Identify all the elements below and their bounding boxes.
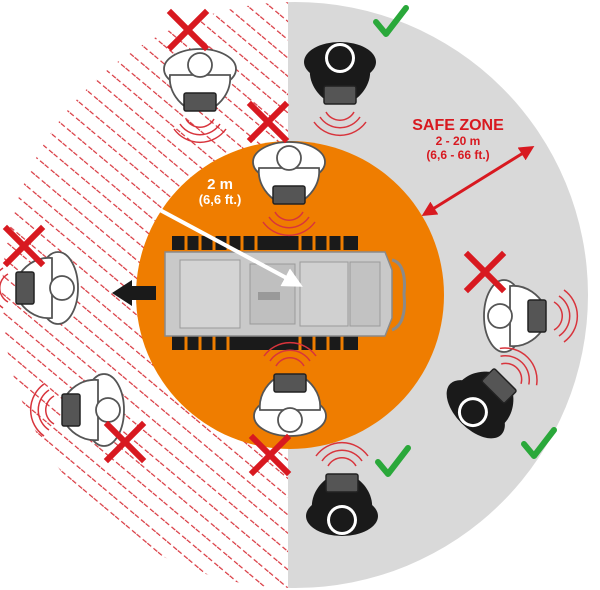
radius-arrow bbox=[159, 208, 303, 287]
machine bbox=[164, 236, 406, 350]
safe-zone-range-arrow bbox=[421, 146, 535, 216]
distance-imperial: (6,6 ft.) bbox=[198, 192, 242, 208]
safe-zone-range: 2 - 20 m bbox=[435, 134, 481, 149]
distance-value: 2 m bbox=[207, 176, 233, 193]
safe-zone-label: SAFE ZONE 2 - 20 m (6,6 - 66 ft.) bbox=[398, 117, 518, 163]
direction-arrow bbox=[112, 280, 156, 306]
safe-zone-title: SAFE ZONE bbox=[412, 117, 504, 134]
distance-label: 2 m (6,6 ft.) bbox=[180, 176, 260, 208]
safe-zone-range-imperial: (6,6 - 66 ft.) bbox=[426, 148, 490, 163]
